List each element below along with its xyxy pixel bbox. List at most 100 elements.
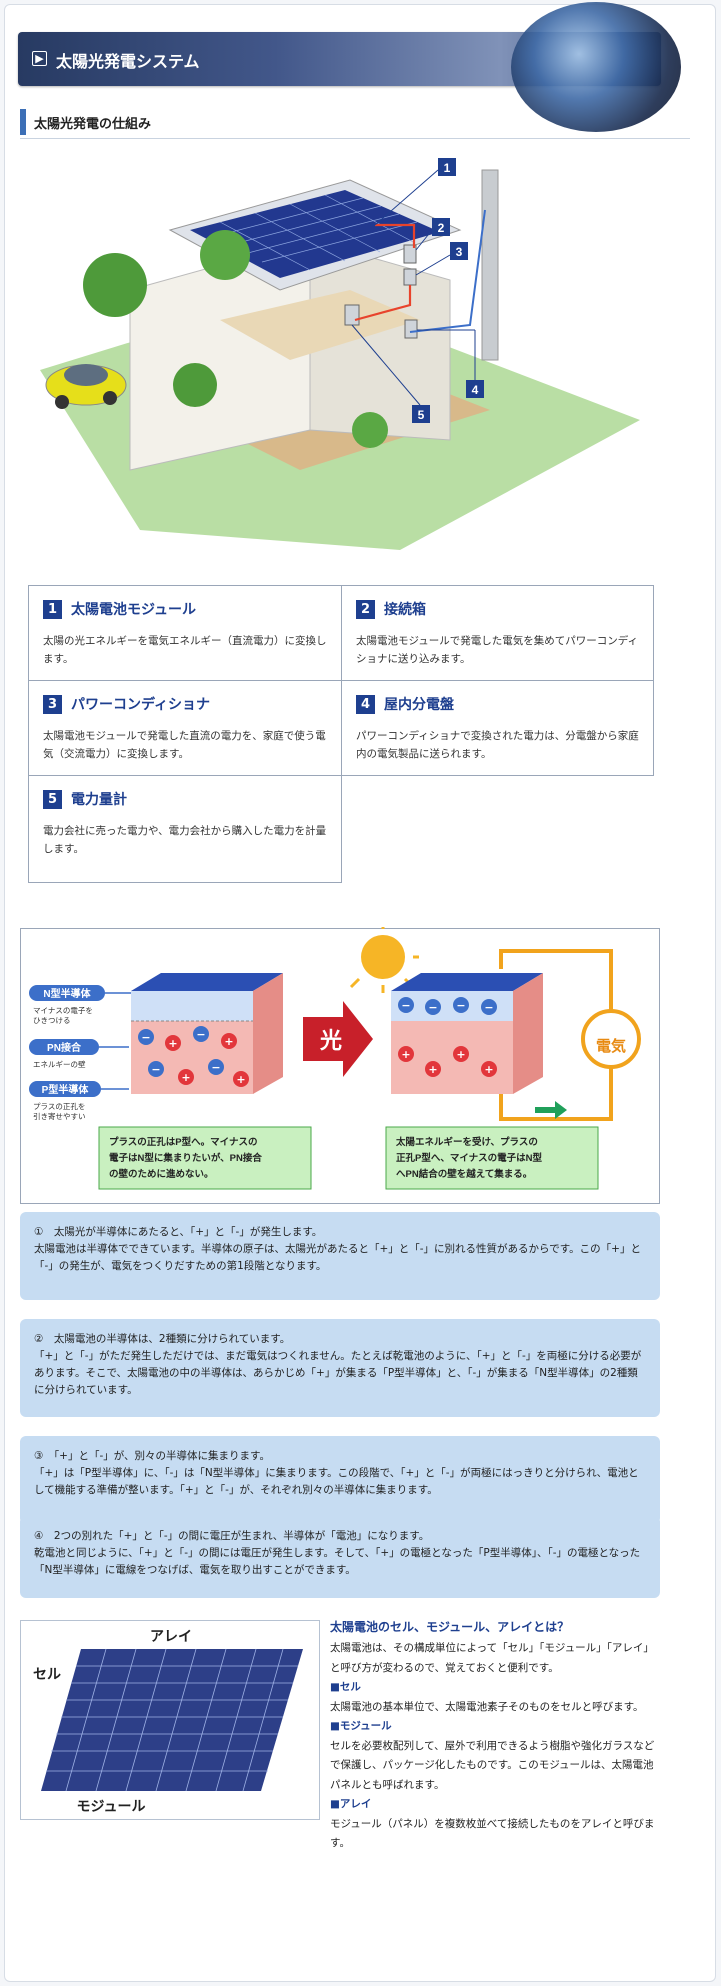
- svg-text:−: −: [141, 1031, 150, 1044]
- part-title: 屋内分電盤: [384, 697, 454, 713]
- section-heading: 太陽光発電の仕組み: [20, 107, 690, 139]
- svg-text:−: −: [401, 999, 410, 1012]
- svg-text:−: −: [196, 1028, 205, 1041]
- cell-module-array-figure: アレイ セル モジュール: [20, 1620, 320, 1820]
- charge-markers-before: − + − + − + − +: [138, 1026, 249, 1087]
- svg-text:+: +: [236, 1073, 245, 1086]
- section-title: 太陽光発電の仕組み: [34, 117, 152, 132]
- step-heading: ② 太陽電池の半導体は、2種類に分けられています。: [34, 1333, 291, 1345]
- part-title: 電力量計: [71, 792, 127, 808]
- explanation-title: 太陽電池のセル、モジュール、アレイとは？: [330, 1620, 570, 1634]
- array-label: アレイ: [150, 1628, 192, 1644]
- svg-text:ひきつける: ひきつける: [33, 1016, 71, 1025]
- module-label: モジュール: [76, 1798, 145, 1814]
- part-title: 太陽電池モジュール: [71, 602, 197, 618]
- step-heading: ① 太陽光が半導体にあたると、「+」と「-」が発生します。: [34, 1226, 323, 1238]
- svg-text:+: +: [168, 1037, 177, 1050]
- callout-label-3: 3: [415, 242, 468, 276]
- house-system-illustration: 1 2 3 4 5: [40, 158, 640, 550]
- tree-center: [173, 363, 217, 407]
- svg-text:光: 光: [319, 1028, 342, 1053]
- page-banner: ▶ 太陽光発電システム: [18, 2, 681, 132]
- callout-label-2: 2: [415, 218, 450, 251]
- part-description: 電力会社に売った電力や、電力会社から購入した電力を計量します。: [43, 825, 327, 855]
- cell-description: 太陽電池の基本単位で、太陽電池素子そのものをセルと呼びます。: [330, 1700, 644, 1713]
- semiconductor-block-after: [391, 973, 543, 1094]
- tree-left: [83, 253, 147, 317]
- svg-text:PN接合: PN接合: [47, 1041, 82, 1054]
- p-type-label: P型半導体 プラスの正孔を 引き寄せやすい: [29, 1081, 129, 1121]
- callout-label-5: 5: [351, 324, 430, 423]
- charge-markers-after: − − − − + + + +: [398, 997, 497, 1077]
- part-number-badge: 1: [43, 600, 62, 619]
- part-number-badge: 5: [43, 790, 62, 809]
- dc-wire: [375, 223, 416, 248]
- interior-floor: [220, 290, 420, 360]
- step-1-box: ① 太陽光が半導体にあたると、「+」と「-」が発生します。 太陽電池は半導体でで…: [20, 1212, 660, 1300]
- svg-text:プラスの正孔はP型へ。マイナスの: プラスの正孔はP型へ。マイナスの: [109, 1136, 257, 1148]
- cell-module-array-explanation: 太陽電池のセル、モジュール、アレイとは？ 太陽電池は、その構成単位によって「セル…: [330, 1617, 660, 1854]
- step-body: 乾電池と同じように、「+」と「-」の間には電圧が発生します。そして、「+」の電極…: [34, 1547, 641, 1576]
- arrow-bullet-icon: ▶: [32, 51, 47, 66]
- svg-text:2: 2: [438, 221, 445, 235]
- svg-text:−: −: [211, 1061, 220, 1074]
- svg-text:P型半導体: P型半導体: [42, 1083, 90, 1096]
- svg-text:プラスの正孔を: プラスの正孔を: [33, 1102, 85, 1111]
- module-subheading: ■モジュール: [330, 1720, 392, 1732]
- distribution-board: [344, 304, 360, 326]
- module-description: セルを必要枚配列して、屋外で利用できるよう樹脂や強化ガラスなどで保護し、パッケー…: [330, 1739, 655, 1791]
- svg-text:マイナスの電子を: マイナスの電子を: [33, 1006, 93, 1015]
- svg-text:N型半導体: N型半導体: [43, 987, 91, 1000]
- array-description: モジュール（パネル）を複数枚並べて接続したものをアレイと呼びます。: [330, 1817, 655, 1850]
- semiconductor-mechanism-diagram: N型半導体 マイナスの電子を ひきつける PN接合 エネルギーの壁 P型半導体 …: [20, 927, 660, 1204]
- svg-text:−: −: [484, 1001, 493, 1014]
- part-cell-1: 1 太陽電池モジュール 太陽の光エネルギーを電気エネルギー（直流電力）に変換しま…: [28, 585, 342, 681]
- car-wheel-back: [103, 391, 117, 405]
- part-cell-5: 5 電力量計 電力会社に売った電力や、電力会社から購入した電力を計量します。: [28, 775, 342, 883]
- svg-text:−: −: [428, 1001, 437, 1014]
- electricity-icon: 電気: [581, 1009, 641, 1069]
- step-heading: ③ 「+」と「-」が、別々の半導体に集まります。: [34, 1450, 270, 1462]
- part-number-badge: 4: [356, 695, 375, 714]
- array-subheading: ■アレイ: [330, 1798, 372, 1810]
- part-number-badge: 3: [43, 695, 62, 714]
- svg-text:1: 1: [444, 161, 451, 175]
- heading-accent-bar: [20, 109, 26, 135]
- svg-text:+: +: [456, 1048, 465, 1061]
- earth-graphic: [511, 2, 681, 132]
- tree-mid: [200, 230, 250, 280]
- part-title: パワーコンディショナ: [71, 697, 211, 713]
- tree-right: [352, 412, 388, 448]
- junction-box: [403, 244, 417, 264]
- svg-text:3: 3: [456, 245, 463, 259]
- parts-description-grid: 1 太陽電池モジュール 太陽の光エネルギーを電気エネルギー（直流電力）に変換しま…: [28, 585, 654, 883]
- svg-text:エネルギーの壁: エネルギーの壁: [33, 1059, 86, 1069]
- part-number-badge: 2: [356, 600, 375, 619]
- svg-text:電気: 電気: [596, 1037, 626, 1055]
- light-arrow: 光: [303, 1001, 373, 1077]
- utility-pole: [481, 169, 499, 361]
- solar-panel-grid: [207, 194, 418, 271]
- svg-text:太陽エネルギーを受け、プラスの: 太陽エネルギーを受け、プラスの: [396, 1136, 538, 1148]
- svg-text:引き寄せやすい: 引き寄せやすい: [33, 1111, 86, 1121]
- svg-text:+: +: [484, 1063, 493, 1076]
- step-body: 「+」と「-」がただ発生しただけでは、まだ電気はつくれません。たとえば乾電池のよ…: [34, 1350, 642, 1396]
- part-cell-2: 2 接続箱 太陽電池モジュールで発電した電気を集めてパワーコンディショナに送り込…: [341, 585, 654, 681]
- power-meter: [404, 319, 418, 339]
- svg-text:5: 5: [418, 408, 425, 422]
- step-3-box: ③ 「+」と「-」が、別々の半導体に集まります。 「+」は「P型半導体」に、「-…: [20, 1436, 660, 1524]
- callout-label-4: 4: [417, 329, 484, 398]
- note-after: 太陽エネルギーを受け、プラスの 正孔P型へ、マイナスの電子はN型 へPN結合の壁…: [385, 1126, 599, 1190]
- part-cell-3: 3 パワーコンディショナ 太陽電池モジュールで発電した直流の電力を、家庭で使う電…: [28, 680, 342, 776]
- array-panel: [41, 1649, 303, 1791]
- ac-wire: [354, 285, 412, 322]
- part-cell-4: 4 屋内分電盤 パワーコンディショナで変換された電力は、分電盤から家庭内の電気製…: [341, 680, 654, 776]
- page-title: 太陽光発電システム: [56, 52, 200, 71]
- house-side-wall: [309, 239, 451, 441]
- step-2-box: ② 太陽電池の半導体は、2種類に分けられています。 「+」と「-」がただ発生した…: [20, 1319, 660, 1417]
- cell-subheading: ■セル: [330, 1681, 361, 1693]
- part-description: 太陽電池モジュールで発電した電気を集めてパワーコンディショナに送り込みます。: [356, 635, 639, 665]
- step-4-box: ④ 2つの別れた「+」と「-」の間に電圧が生まれ、半導体が「電池」になります。 …: [20, 1516, 660, 1598]
- part-description: パワーコンディショナで変換された電力は、分電盤から家庭内の電気製品に送られます。: [356, 730, 639, 760]
- car-window: [64, 364, 108, 386]
